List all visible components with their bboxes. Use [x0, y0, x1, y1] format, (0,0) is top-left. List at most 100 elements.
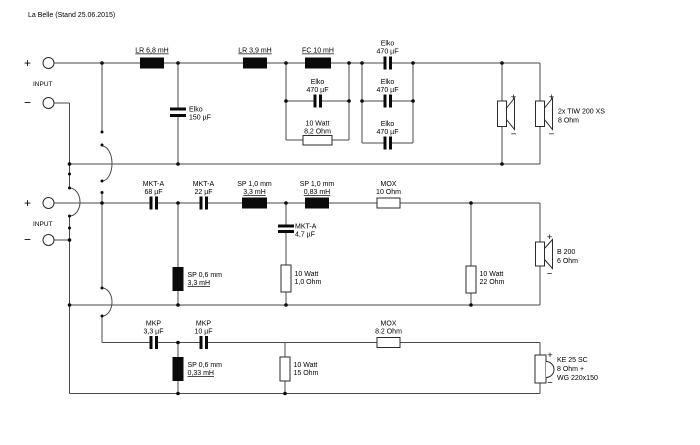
inductor-sp33-symbol — [242, 197, 267, 209]
woofer-section: LR 6,8 mH LR 3,9 mH FC 10 mH Elko 150 µF… — [135, 41, 605, 150]
speaker-tiw-label-2: 8 Ohm — [558, 118, 579, 125]
capacitor-elko470-b-plate-2 — [389, 94, 392, 108]
resistor-r15-symbol — [279, 356, 291, 382]
inductor-sp06-33-label-1: SP 0,6 mm — [188, 272, 223, 279]
speaker-b200-magnet — [535, 241, 545, 267]
input-top-plus-terminal — [42, 57, 55, 69]
input-top-label: INPUT — [33, 81, 53, 88]
tweeter-ke25: + − — [534, 350, 555, 389]
resistor-mox10-label-2: 10 Ohm — [376, 189, 401, 196]
capacitor-mkta22-label-2: 22 µF — [194, 189, 212, 196]
capacitor-mkp10-plate-2 — [205, 336, 208, 349]
resistor-r10-label-1: 10 Watt — [295, 271, 319, 278]
speaker-tiw-label-1: 2x TIW 200 XS — [558, 109, 605, 116]
inductor-sp06-33-label-2: 3,3 mH — [188, 280, 211, 287]
resistor-r15-label-1: 10 Watt — [294, 362, 318, 369]
wiring — [53, 62, 541, 394]
input-mid: + INPUT − — [24, 196, 55, 247]
capacitor-mkta68-plate-1 — [149, 196, 153, 210]
junction-dots — [67, 61, 504, 396]
schematic-title: La Belle (Stand 25.06.2015) — [28, 12, 115, 19]
input-mid-minus-sign: − — [24, 233, 31, 247]
inductor-lr39-label: LR 3,9 mH — [238, 48, 271, 55]
resistor-r10-label-2: 1,0 Ohm — [295, 279, 322, 286]
capacitor-elko470-b-label-2: 470 µF — [377, 87, 399, 94]
inductor-sp083-label-1: SP 1,0 mm — [300, 181, 335, 188]
input-mid-plus-terminal — [42, 197, 55, 209]
capacitor-elko470-notch-label-2: 470 µF — [307, 87, 329, 94]
input-mid-minus-terminal — [42, 234, 55, 246]
speaker-b200: + − — [535, 232, 553, 280]
capacitor-elko150-plate-bottom — [170, 114, 186, 117]
capacitor-elko470-notch-plate-1 — [313, 94, 317, 108]
tweeter-ke25-label-3: WG 220x150 — [557, 375, 598, 382]
capacitor-elko470-notch-plate-2 — [319, 94, 322, 108]
resistor-r82-label-1: 10 Watt — [306, 121, 330, 128]
speaker-b200-minus: − — [547, 269, 553, 280]
inductor-lr68-symbol — [140, 57, 164, 69]
resistor-r22-symbol — [465, 265, 477, 294]
inductor-fc10-symbol — [305, 57, 331, 69]
resistor-r82-label-2: 8,2 Ohm — [304, 129, 331, 136]
input-mid-plus-sign: + — [24, 196, 31, 210]
speaker-b200-label-1: B 200 — [557, 249, 575, 256]
tweeter-ke25-dome — [545, 361, 555, 378]
tweeter-ke25-label-2: 8 Ohm + — [557, 366, 584, 373]
tweeter-ke25-body — [534, 354, 547, 384]
capacitor-mkta47-plate-bottom — [278, 230, 294, 233]
resistor-mox82-label-2: 8.2 Ohm — [375, 329, 402, 336]
capacitor-elko470-c-plate-2 — [389, 136, 392, 150]
capacitor-elko470-b-plate-1 — [383, 94, 387, 108]
inductor-sp33-label-1: SP 1,0 mm — [237, 181, 272, 188]
capacitor-elko470-a-plate-2 — [389, 56, 392, 70]
capacitor-elko470-b-label-1: Elko — [381, 79, 395, 86]
capacitor-mkta47-plate-top — [278, 224, 294, 228]
capacitor-mkp33-label-2: 3,3 µF — [144, 329, 164, 336]
capacitor-elko470-a-label-1: Elko — [381, 41, 395, 48]
capacitor-mkta47-label-2: 4,7 µF — [295, 232, 315, 239]
inductor-sp33-label-2: 3,3 mH — [243, 189, 266, 196]
capacitor-elko470-c-label-2: 470 µF — [377, 129, 399, 136]
resistor-mox10-label-1: MOX — [381, 181, 397, 188]
capacitor-mkp33-plate-2 — [155, 336, 158, 349]
speaker-tiw-2-plus: + — [549, 92, 555, 103]
resistor-r22-label-1: 10 Watt — [480, 271, 504, 278]
speaker-tiw-2: + − — [535, 92, 555, 140]
capacitor-mkta22-plate-1 — [199, 196, 203, 210]
capacitor-mkp10-plate-1 — [199, 336, 203, 349]
input-mid-label: INPUT — [33, 221, 53, 228]
capacitor-mkp33-plate-1 — [149, 336, 153, 349]
resistor-r22-label-2: 22 Ohm — [480, 279, 505, 286]
resistor-mox82-symbol — [376, 337, 401, 348]
input-top-minus-sign: − — [24, 96, 31, 110]
inductor-sp06-033-label-2: 0,33 mH — [188, 370, 214, 377]
resistor-mox10-symbol — [376, 197, 401, 209]
speaker-b200-label-2: 6 Ohm — [557, 258, 578, 265]
inductor-fc10-label: FC 10 mH — [302, 48, 334, 55]
tweeter-ke25-plus: + — [547, 350, 553, 361]
speaker-tiw-2-cone — [544, 96, 553, 131]
inductor-lr39-symbol — [243, 57, 267, 69]
inductor-sp06-033-symbol — [172, 357, 184, 381]
speaker-b200-plus: + — [547, 232, 553, 243]
tweeter-section: MKP 3,3 µF MKP 10 µF MOX 8.2 Ohm SP 0,6 … — [144, 321, 598, 389]
speaker-tiw-1-magnet — [497, 100, 507, 127]
resistor-r82-symbol — [302, 135, 333, 146]
speaker-b200-cone — [544, 238, 553, 270]
capacitor-elko150-label-1: Elko — [189, 107, 203, 114]
input-top-minus-terminal — [42, 97, 55, 109]
tweeter-ke25-label-1: KE 25 SC — [557, 357, 588, 364]
capacitor-elko470-c-label-1: Elko — [381, 121, 395, 128]
tweeter-ke25-minus: − — [547, 378, 553, 389]
speaker-tiw-1: + − — [497, 92, 517, 140]
capacitor-elko470-c-plate-1 — [383, 136, 387, 150]
speaker-tiw-1-plus: + — [511, 92, 517, 103]
speaker-tiw-2-magnet — [535, 100, 545, 127]
capacitor-mkp10-label-1: MKP — [196, 321, 212, 328]
capacitor-elko150-label-2: 150 µF — [189, 115, 211, 122]
midrange-section: MKT-A 68 µF MKT-A 22 µF SP 1,0 mm 3,3 mH… — [143, 181, 578, 294]
speaker-tiw-1-cone — [506, 96, 515, 131]
capacitor-mkta22-plate-2 — [205, 196, 208, 210]
inductor-sp083-symbol — [305, 197, 329, 209]
